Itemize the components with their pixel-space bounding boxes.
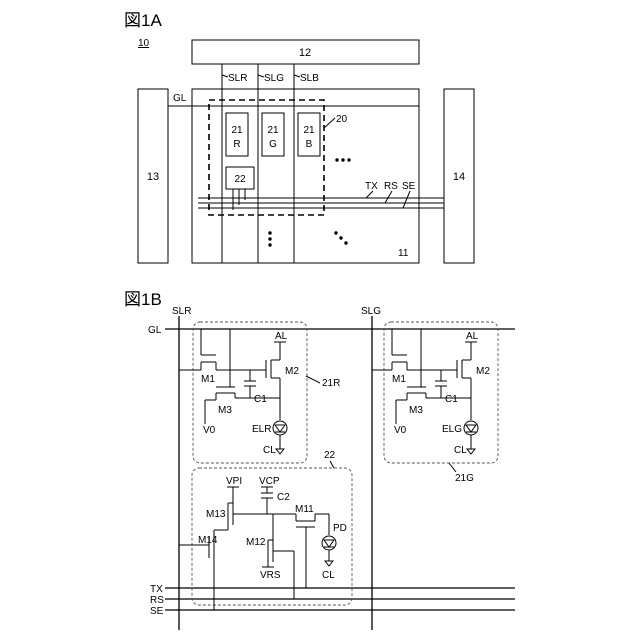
- slg-col-label: SLG: [361, 306, 381, 317]
- ellipsis-dot: [339, 236, 342, 239]
- elr-label: ELR: [252, 424, 271, 435]
- gl-row-label: GL: [148, 325, 162, 336]
- subpixel-21g-num: 21: [267, 125, 279, 136]
- c1-label: C1: [445, 394, 458, 405]
- ellipsis-dot: [334, 231, 337, 234]
- slb-label: SLB: [300, 73, 319, 84]
- block-12-label: 12: [299, 47, 311, 59]
- sensor-22-leader: [330, 461, 334, 468]
- gl-label: GL: [173, 93, 187, 104]
- ellipsis-dot: [347, 158, 350, 161]
- slg-label: SLG: [264, 73, 284, 84]
- cl-ground-icon: [325, 561, 333, 566]
- device-ref-10: 10: [138, 38, 150, 49]
- ellipsis-dot: [268, 237, 271, 240]
- rs-row-label: RS: [150, 595, 164, 606]
- block-22-label: 22: [234, 174, 246, 185]
- ellipsis-dot: [335, 158, 338, 161]
- subpixel-21r-num: 21: [231, 125, 243, 136]
- tx-label: TX: [365, 181, 378, 192]
- sensor-22-ref: 22: [324, 450, 336, 461]
- m3-label: M3: [218, 405, 232, 416]
- block-11-label: 11: [398, 248, 409, 259]
- cl-label: CL: [322, 570, 335, 581]
- v0-label: V0: [203, 425, 216, 436]
- figure-1a: 図1A 10 12 13 14 11 SLR SLG SLB GL 20 21: [124, 11, 474, 263]
- ellipsis-dot: [344, 241, 347, 244]
- al-label: AL: [466, 331, 479, 342]
- m11-label: M11: [295, 504, 314, 515]
- c2-label: C2: [277, 492, 290, 503]
- pd-label: PD: [333, 523, 347, 534]
- figure-1b: 図1B SLR SLG GL TX RS SE M1: [124, 290, 515, 630]
- c1-label: C1: [254, 394, 267, 405]
- m2-label: M2: [476, 366, 490, 377]
- figure-1b-title: 図1B: [124, 290, 162, 309]
- m14-label: M14: [198, 535, 218, 546]
- pixel-21r-leader: [306, 376, 320, 383]
- elg-diode-icon: [464, 421, 478, 435]
- slr-col-label: SLR: [172, 306, 191, 317]
- subpixel-21b-letter: B: [306, 139, 313, 150]
- pixel-21r-ref: 21R: [322, 378, 340, 389]
- m3-label: M3: [409, 405, 423, 416]
- figure-1a-title: 図1A: [124, 11, 162, 30]
- ellipsis-dot: [341, 158, 344, 161]
- tx-row-label: TX: [150, 584, 163, 595]
- pixel-circuit-21r: M1 M3 V0 C1 AL: [179, 322, 340, 463]
- subpixel-21r-letter: R: [233, 139, 240, 150]
- ellipsis-dot: [268, 243, 271, 246]
- m2-label: M2: [285, 366, 299, 377]
- block-14-label: 14: [453, 171, 465, 183]
- vrs-label: VRS: [260, 570, 281, 581]
- al-label: AL: [275, 331, 288, 342]
- pixel-21g-leader: [449, 463, 456, 472]
- vcp-label: VCP: [259, 476, 280, 487]
- m1-label: M1: [201, 374, 215, 385]
- group-20-label: 20: [336, 114, 348, 125]
- m12-label: M12: [246, 537, 266, 548]
- pixel-21g-ref: 21G: [455, 473, 474, 484]
- block-13-label: 13: [147, 171, 159, 183]
- rs-label: RS: [384, 181, 398, 192]
- cl-label: CL: [263, 445, 276, 456]
- subpixel-21g-letter: G: [269, 139, 277, 150]
- pixel-circuit-21g: M1 M3 V0 C1 AL M2: [372, 322, 498, 484]
- ellipsis-dot: [268, 231, 271, 234]
- se-label: SE: [402, 181, 416, 192]
- vpi-label: VPI: [226, 476, 242, 487]
- m1-label: M1: [392, 374, 406, 385]
- cl-ground-icon: [467, 449, 475, 454]
- slr-label: SLR: [228, 73, 247, 84]
- se-row-label: SE: [150, 606, 164, 617]
- subpixel-21b-num: 21: [303, 125, 315, 136]
- m13-label: M13: [206, 509, 226, 520]
- sensor-circuit-22: 22 VPI M13 M14 VCP C: [179, 450, 352, 610]
- elg-label: ELG: [442, 424, 462, 435]
- photodiode-icon: [322, 536, 336, 550]
- cl-label: CL: [454, 445, 467, 456]
- elr-diode-icon: [273, 421, 287, 435]
- v0-label: V0: [394, 425, 407, 436]
- cl-ground-icon: [276, 449, 284, 454]
